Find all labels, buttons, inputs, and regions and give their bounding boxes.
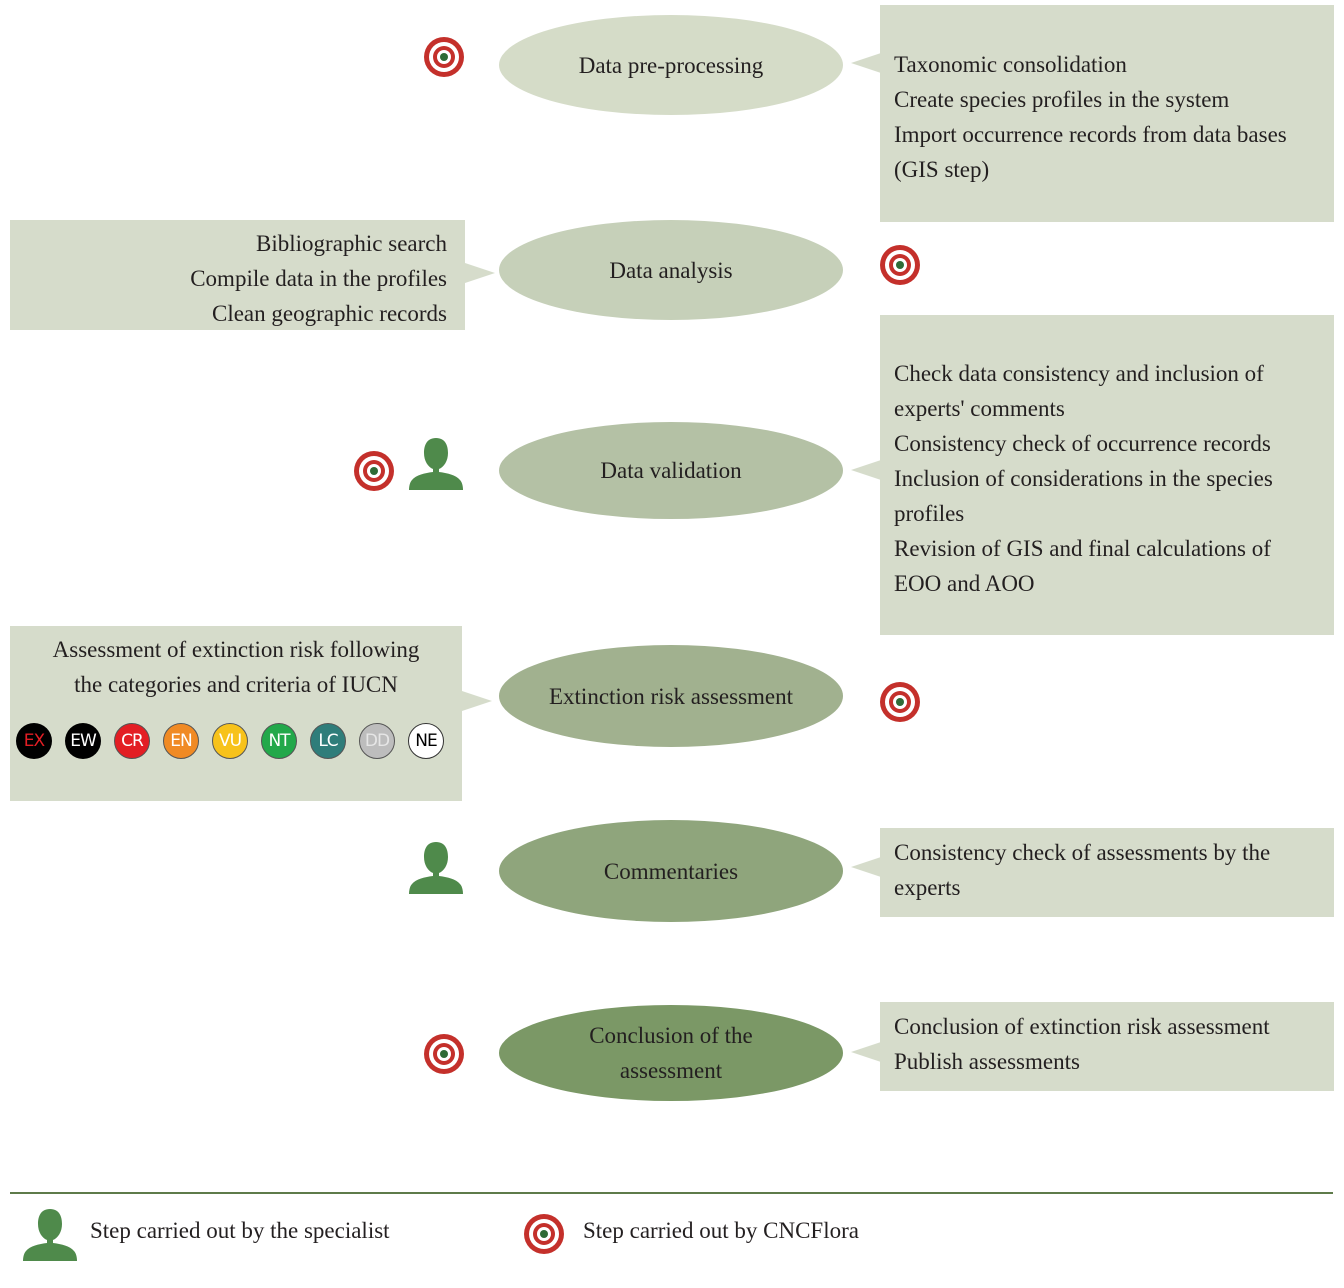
callout-pointer: [462, 691, 492, 711]
step-ellipse-conclusion: Conclusion of the assessment: [499, 1005, 843, 1101]
detail-line: Clean geographic records: [211, 301, 447, 326]
detail-line: EOO and AOO: [894, 571, 1035, 596]
detail-line: Conclusion of extinction risk assessment: [894, 1014, 1270, 1039]
step-label: assessment: [619, 1058, 723, 1083]
target-icon: [880, 682, 920, 722]
callout-pointer: [851, 460, 881, 480]
detail-line: Bibliographic search: [256, 231, 447, 256]
person-icon: [23, 1209, 77, 1261]
details-box-conclusion: Conclusion of extinction risk assessment…: [880, 1002, 1334, 1091]
iucn-badge-en: EN: [163, 723, 199, 759]
detail-line: experts: [894, 875, 961, 900]
step-ellipse-commentaries: Commentaries: [499, 820, 843, 922]
legend-cncflora-label: Step carried out by CNCFlora: [583, 1218, 859, 1243]
detail-line: Revision of GIS and final calculations o…: [894, 536, 1271, 561]
callout-pointer: [851, 857, 881, 877]
iucn-badge-cr: CR: [114, 723, 150, 759]
iucn-badge-dd: DD: [359, 723, 395, 759]
detail-line: Check data consistency and inclusion of: [894, 361, 1264, 386]
detail-line: Consistency check of assessments by the: [894, 840, 1271, 865]
step-label: Data validation: [600, 458, 742, 483]
target-icon: [424, 37, 464, 77]
detail-line: Assessment of extinction risk following: [52, 637, 420, 662]
step-ellipse-data-preprocessing: Data pre-processing: [499, 15, 843, 115]
detail-line: Create species profiles in the system: [894, 87, 1230, 112]
iucn-badge-ne: NE: [408, 723, 444, 759]
detail-line: (GIS step): [894, 157, 990, 182]
legend-divider: [10, 1192, 1333, 1194]
step-label: Data analysis: [609, 257, 733, 283]
details-box-data-preprocessing: Taxonomic consolidation Create species p…: [880, 5, 1334, 222]
callout-pointer: [851, 53, 881, 73]
detail-line: Compile data in the profiles: [190, 266, 447, 291]
detail-line: the categories and criteria of IUCN: [74, 672, 398, 697]
iucn-badge-nt: NT: [261, 723, 297, 759]
detail-line: experts' comments: [894, 396, 1065, 421]
person-icon: [409, 842, 463, 894]
step-ellipse-data-analysis: Data analysis: [499, 220, 843, 320]
step-label: Commentaries: [603, 858, 739, 884]
iucn-category-badges: EX EW CR EN VU NT LC DD NE: [16, 723, 444, 759]
iucn-badge-lc: LC: [310, 723, 346, 759]
detail-line: Inclusion of considerations in the speci…: [894, 466, 1273, 491]
iucn-badge-vu: VU: [212, 723, 248, 759]
details-box-data-analysis: Bibliographic search Compile data in the…: [10, 220, 465, 330]
callout-pointer: [465, 263, 495, 283]
person-icon: [409, 438, 463, 490]
target-icon: [424, 1034, 464, 1074]
step-ellipse-extinction-risk: Extinction risk assessment: [499, 645, 843, 747]
details-box-extinction-risk: Assessment of extinction risk following …: [10, 626, 462, 801]
detail-line: Import occurrence records from data base…: [894, 122, 1287, 147]
target-icon: [880, 245, 920, 285]
target-icon: [354, 451, 394, 491]
details-box-data-validation: Check data consistency and inclusion of …: [880, 315, 1334, 635]
detail-line: Consistency check of occurrence records: [894, 431, 1271, 456]
details-box-commentaries: Consistency check of assessments by the …: [880, 828, 1334, 917]
iucn-badge-ex: EX: [16, 723, 52, 759]
detail-line: Taxonomic consolidation: [894, 52, 1127, 77]
detail-line: Publish assessments: [894, 1049, 1080, 1074]
target-icon: [524, 1214, 564, 1254]
detail-line: profiles: [894, 501, 965, 526]
step-label: Conclusion of the: [589, 1023, 753, 1048]
step-label: Data pre-processing: [578, 52, 764, 78]
callout-pointer: [851, 1042, 881, 1062]
step-label: Extinction risk assessment: [548, 683, 794, 709]
legend-specialist-label: Step carried out by the specialist: [90, 1218, 390, 1243]
iucn-badge-ew: EW: [65, 723, 101, 759]
step-ellipse-data-validation: Data validation: [499, 422, 843, 519]
